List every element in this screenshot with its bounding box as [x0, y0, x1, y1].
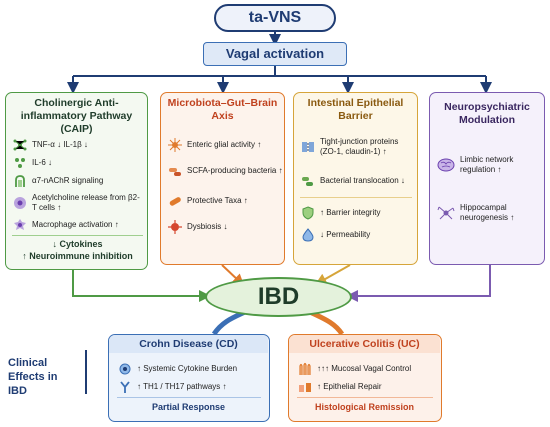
caip-row-ach: Acetylcholine release from β2-T cells ↑	[12, 193, 144, 213]
ieb-row-text: ↓ Permeability	[320, 230, 371, 239]
cd-row-text: ↑ Systemic Cytokine Burden	[137, 364, 238, 373]
caip-footer-cytokines: ↓ Cytokines	[52, 239, 103, 249]
neuro-panel: Neuropsychiatric Modulation Limbic netwo…	[429, 92, 545, 265]
caip-footer-neuroimmune: ↑ Neuroimmune inhibition	[22, 251, 133, 261]
repair-cell-icon	[297, 379, 313, 395]
ieb-row-text: Tight-junction proteins (ZO-1, claudin-1…	[320, 137, 399, 156]
neuron-icon	[436, 205, 456, 221]
neuro-row-hippocampal: Hippocampal neurogenesis ↑	[436, 203, 542, 223]
clinical-effects-label: Clinical Effects in IBD	[8, 357, 58, 397]
vagal-activation-node: Vagal activation	[203, 42, 347, 66]
ieb-row-tight: Tight-junction proteins (ZO-1, claudin-1…	[300, 137, 416, 157]
mgba-row-glial: Enteric glial activity ↑	[167, 137, 283, 153]
virus-icon	[167, 219, 183, 235]
receptor-icon	[12, 173, 28, 189]
uc-row-text: ↑ Epithelial Repair	[317, 382, 382, 391]
mgba-row-text: Enteric glial activity ↑	[187, 140, 262, 149]
uc-title: Ulcerative Colitis (UC)	[309, 338, 420, 350]
cd-row-text: ↑ TH1 / TH17 pathways ↑	[137, 382, 227, 391]
uc-row-repair: ↑ Epithelial Repair	[297, 379, 437, 395]
mgba-row-taxa: Protective Taxa ↑	[167, 193, 283, 209]
glial-cell-icon	[167, 137, 183, 153]
neuro-row-text: Limbic network regulation ↑	[460, 155, 514, 174]
cd-header	[109, 335, 268, 353]
cd-footer: Partial Response	[151, 402, 226, 412]
caip-row-tnf: TNF-α ↓ IL-1β ↓	[12, 137, 144, 153]
cd-row-th1: ↑ TH1 / TH17 pathways ↑	[117, 379, 265, 395]
bacterium-icon	[167, 193, 183, 209]
caip-row-text: TNF-α ↓ IL-1β ↓	[32, 140, 88, 149]
ta-vns-node: ta-VNS	[214, 4, 336, 32]
ieb-row-text: Bacterial translocation ↓	[320, 176, 405, 185]
uc-row-text: ↑↑↑ Mucosal Vagal Control	[317, 364, 412, 373]
caip-row-text: IL-6 ↓	[32, 158, 53, 167]
uc-header	[289, 335, 440, 353]
uc-panel: Ulcerative Colitis (UC) ↑↑↑ Mucosal Vaga…	[288, 334, 442, 422]
molecule-icon	[12, 155, 28, 171]
antibody-icon	[117, 379, 133, 395]
mgba-title: Microbiota–Gut–Brain Axis	[167, 97, 278, 122]
neuro-title: Neuropsychiatric Modulation	[444, 101, 530, 126]
mgba-row-text: Dysbiosis ↓	[187, 222, 228, 231]
caip-row-il6: IL-6 ↓	[12, 155, 144, 171]
mgba-panel: Microbiota–Gut–Brain Axis Enteric glial …	[160, 92, 285, 265]
ta-vns-label: ta-VNS	[248, 9, 302, 26]
neuro-row-limbic: Limbic network regulation ↑	[436, 155, 542, 175]
clinical-divider	[85, 350, 87, 394]
cd-title: Crohn Disease (CD)	[139, 338, 238, 350]
shield-icon	[300, 205, 316, 221]
mgba-row-scfa: SCFA-producing bacteria ↑	[167, 163, 283, 179]
uc-footer: Histological Remission	[314, 402, 415, 412]
villi-icon	[297, 361, 313, 377]
cd-panel: Crohn Disease (CD) ↑ Systemic Cytokine B…	[108, 334, 270, 422]
ieb-row-text: ↑ Barrier integrity	[320, 208, 381, 217]
mgba-row-dysbiosis: Dysbiosis ↓	[167, 219, 283, 235]
caip-title: Cholinergic Anti-inflammatory Pathway (C…	[20, 97, 133, 135]
uc-row-mucosal: ↑↑↑ Mucosal Vagal Control	[297, 361, 437, 377]
droplet-icon	[300, 227, 316, 243]
ieb-row-barrier: ↑ Barrier integrity	[300, 205, 416, 221]
bacteria-icon	[300, 173, 316, 189]
molecule-icon	[12, 137, 28, 153]
ieb-panel: Intestinal Epithelial Barrier Tight-junc…	[293, 92, 418, 265]
neuro-row-text: Hippocampal neurogenesis ↑	[460, 203, 515, 222]
cell-icon	[117, 361, 133, 377]
macrophage-icon	[12, 217, 28, 233]
caip-row-text: α7-nAChR signaling	[32, 176, 104, 185]
brain-icon	[436, 157, 456, 173]
ieb-row-translocation: Bacterial translocation ↓	[300, 173, 416, 189]
bacteria-icon	[167, 163, 183, 179]
caip-panel: Cholinergic Anti-inflammatory Pathway (C…	[5, 92, 148, 270]
ieb-title: Intestinal Epithelial Barrier	[307, 97, 404, 122]
caip-row-a7: α7-nAChR signaling	[12, 173, 144, 189]
ibd-label: IBD	[257, 283, 300, 310]
cell-icon	[12, 195, 28, 211]
caip-row-macrophage: Macrophage activation ↑	[12, 217, 144, 233]
cd-row-cytokine: ↑ Systemic Cytokine Burden	[117, 361, 265, 377]
caip-row-text: Macrophage activation ↑	[32, 220, 119, 229]
tight-junction-icon	[300, 139, 316, 155]
ieb-row-permeability: ↓ Permeability	[300, 227, 416, 243]
mgba-row-text: Protective Taxa ↑	[187, 196, 248, 205]
vagal-activation-label: Vagal activation	[225, 46, 325, 61]
mgba-row-text: SCFA-producing bacteria ↑	[187, 166, 283, 175]
caip-row-text: Acetylcholine release from β2-T cells ↑	[32, 193, 140, 212]
ibd-node: IBD	[205, 277, 352, 317]
